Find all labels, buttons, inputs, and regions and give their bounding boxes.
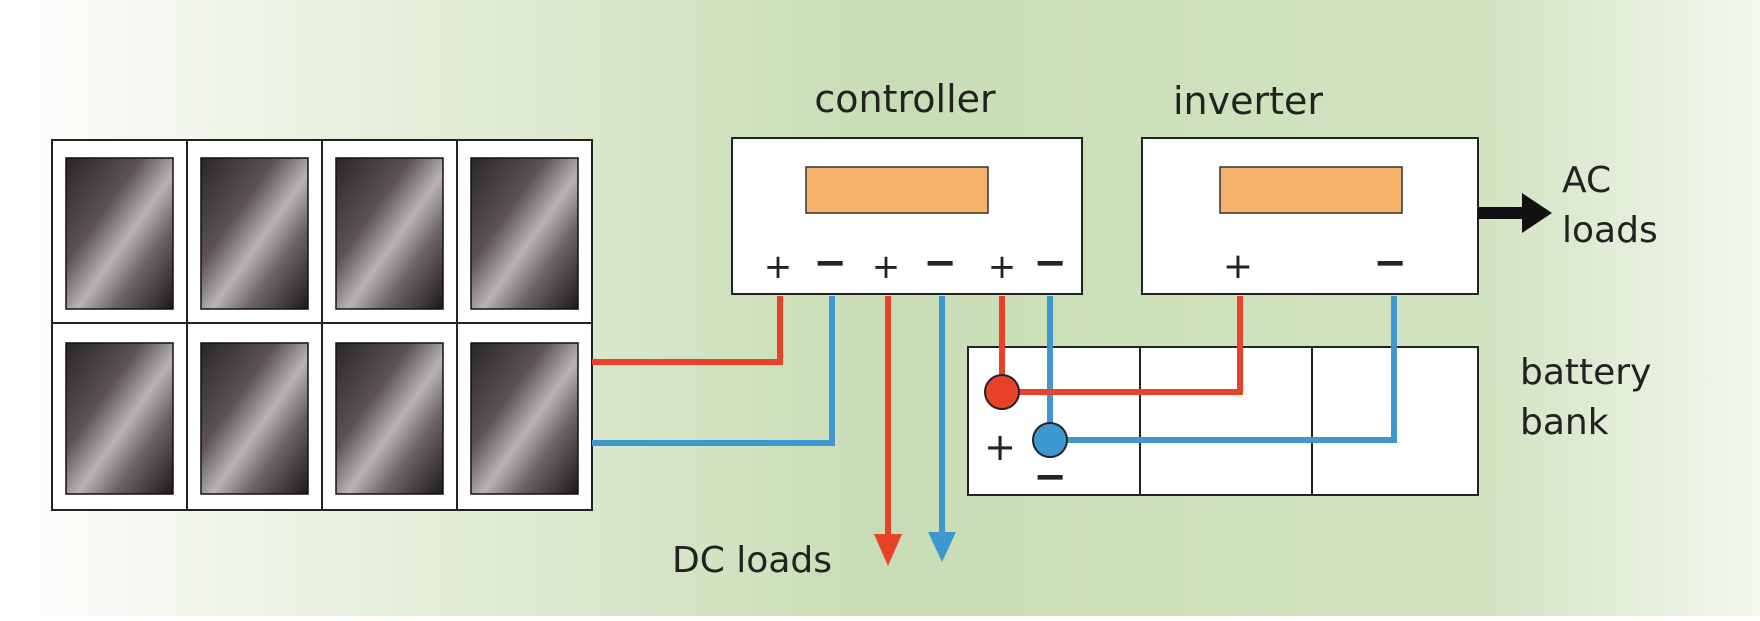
- battery-terminal-minus: −: [1033, 454, 1067, 500]
- inverter-box: [1141, 137, 1479, 295]
- controller-terminal-minus: −: [923, 240, 957, 286]
- wires: [592, 296, 1397, 566]
- solar-cell: [470, 342, 579, 495]
- inverter-positive-wire: [1002, 296, 1243, 395]
- controller-label: controller: [814, 77, 996, 121]
- ac-loads-output: AC loads: [1478, 160, 1658, 251]
- battery-positive-terminal-icon: [984, 374, 1020, 410]
- solar-cell: [200, 157, 309, 310]
- solar-cell: [200, 342, 309, 495]
- solar-cell: [65, 157, 174, 310]
- solar-cell: [470, 157, 579, 310]
- dc-loads-label: DC loads: [672, 540, 832, 581]
- controller: controller + − + − + −: [731, 77, 1083, 295]
- ac-loads-label-line1: AC: [1562, 160, 1611, 201]
- inverter-negative-wire: [1050, 296, 1397, 443]
- controller-terminal-plus: +: [872, 247, 901, 287]
- inverter-display: [1219, 166, 1403, 214]
- battery-bank-label-line2: bank: [1520, 402, 1609, 443]
- solar-cell: [335, 342, 444, 495]
- ac-loads-label-line2: loads: [1562, 210, 1658, 251]
- solar-cell: [335, 157, 444, 310]
- battery-bank-label-line1: battery: [1520, 352, 1651, 393]
- panel-positive-wire: [592, 296, 783, 365]
- panel-negative-wire: [592, 296, 835, 446]
- ac-arrow-head-icon: [1522, 193, 1552, 233]
- inverter-terminal-plus: +: [1223, 246, 1253, 287]
- inverter-terminal-minus: −: [1373, 240, 1407, 286]
- inverter-label: inverter: [1173, 79, 1323, 123]
- inverter: inverter + −: [1141, 79, 1479, 295]
- battery-negative-terminal-icon: [1032, 422, 1068, 458]
- controller-terminal-minus: −: [1033, 240, 1067, 286]
- controller-display: [805, 166, 989, 214]
- controller-terminal-minus: −: [813, 240, 847, 286]
- dc-positive-arrow-icon: [874, 534, 902, 566]
- dc-negative-arrow-icon: [928, 532, 956, 562]
- solar-panel-array: [51, 139, 593, 511]
- controller-terminal-plus: +: [764, 247, 793, 287]
- battery-terminal-plus: +: [984, 425, 1016, 469]
- controller-box: [731, 137, 1083, 295]
- controller-terminal-plus: +: [988, 247, 1017, 287]
- solar-cell: [65, 342, 174, 495]
